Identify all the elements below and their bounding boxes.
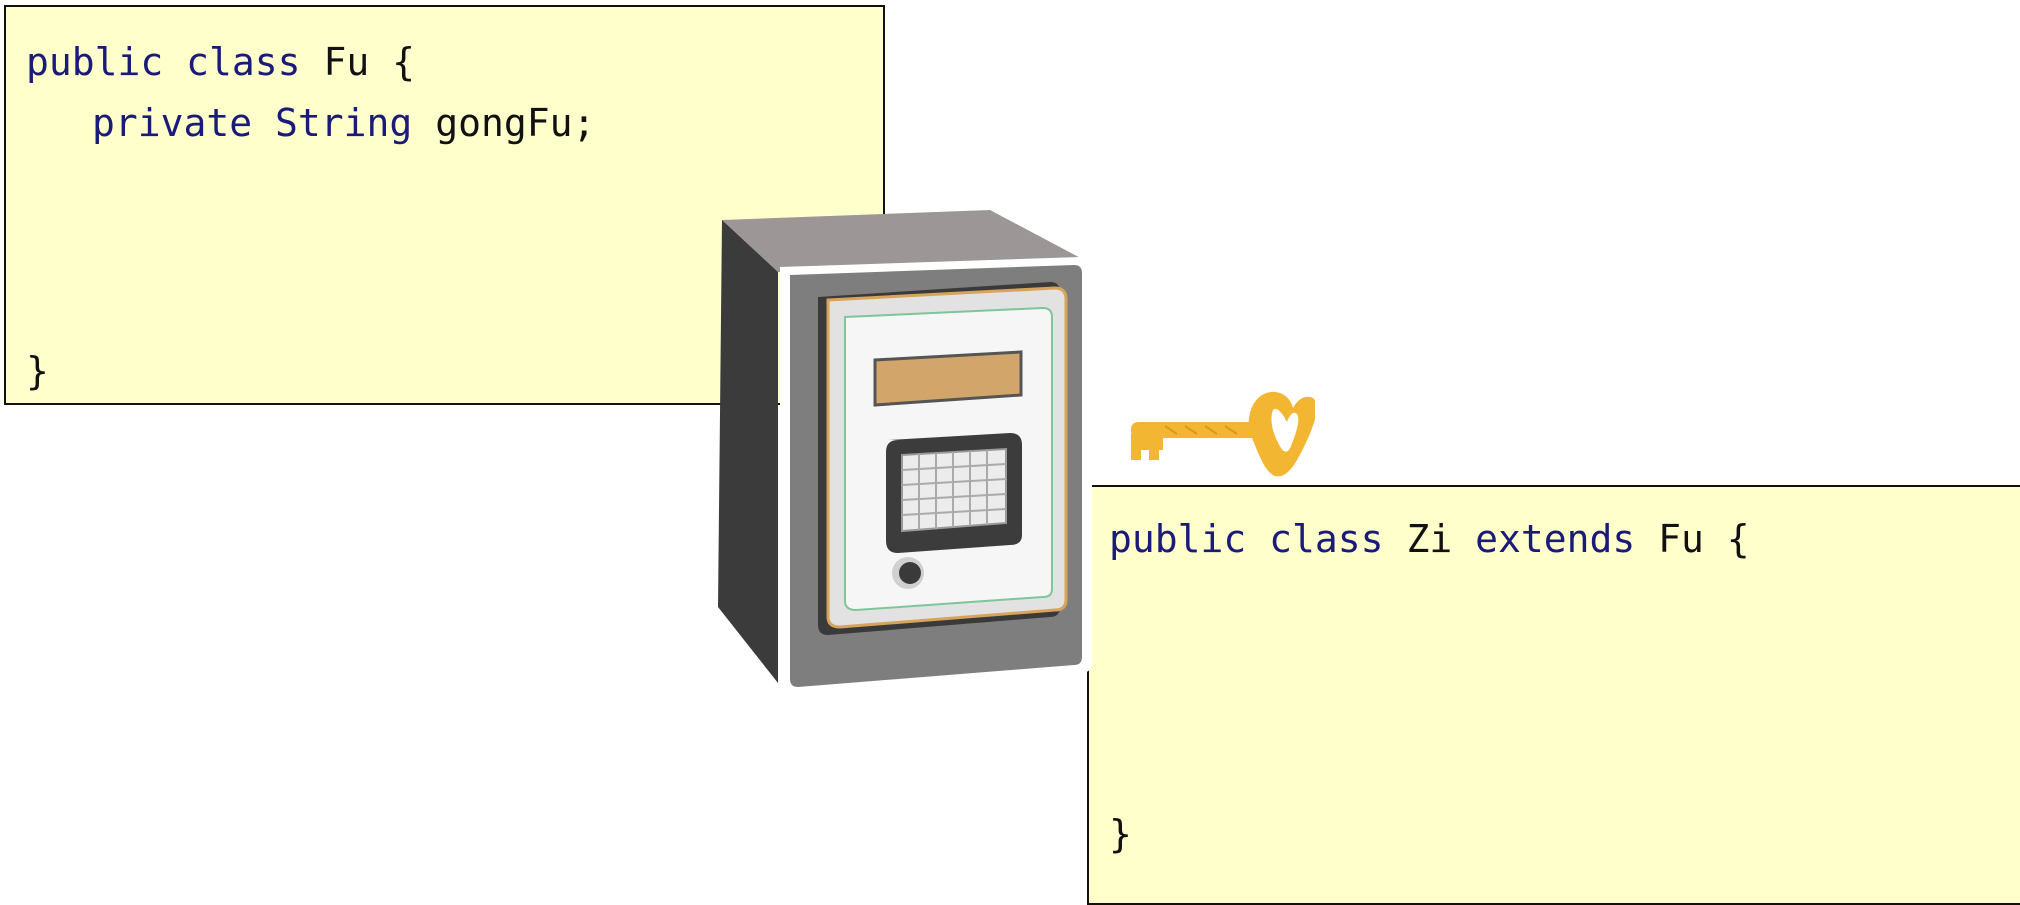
fu-class-code-box: public class Fu { private String gongFu;… bbox=[4, 5, 885, 405]
zi-closing-brace: } bbox=[1109, 812, 1132, 856]
keyword-public: public bbox=[26, 40, 164, 84]
class-name-zi: Zi bbox=[1383, 517, 1476, 561]
class-name-fu: Fu { bbox=[300, 40, 415, 84]
parent-class-fu: Fu { bbox=[1635, 517, 1750, 561]
keypad-icon bbox=[901, 447, 1007, 533]
keyword-extends: extends bbox=[1475, 517, 1636, 561]
type-string: String bbox=[275, 101, 413, 145]
keyword-class: class bbox=[186, 40, 301, 84]
fu-field-declaration: private String gongFu; bbox=[92, 101, 595, 145]
safe-icon bbox=[710, 205, 1100, 705]
zi-class-code-box: public class Zi extends Fu { } bbox=[1087, 485, 2020, 905]
key-icon bbox=[1125, 380, 1317, 490]
golden-key bbox=[1131, 391, 1317, 477]
fu-class-declaration: public class Fu { bbox=[26, 40, 415, 84]
fu-closing-brace: } bbox=[26, 349, 49, 393]
zi-class-declaration: public class Zi extends Fu { bbox=[1109, 517, 1750, 561]
keyword-class: class bbox=[1269, 517, 1384, 561]
field-name-gongfu: gongFu; bbox=[412, 101, 596, 145]
keyword-private: private bbox=[92, 101, 253, 145]
keyword-public: public bbox=[1109, 517, 1247, 561]
safe-illustration bbox=[718, 210, 1092, 695]
